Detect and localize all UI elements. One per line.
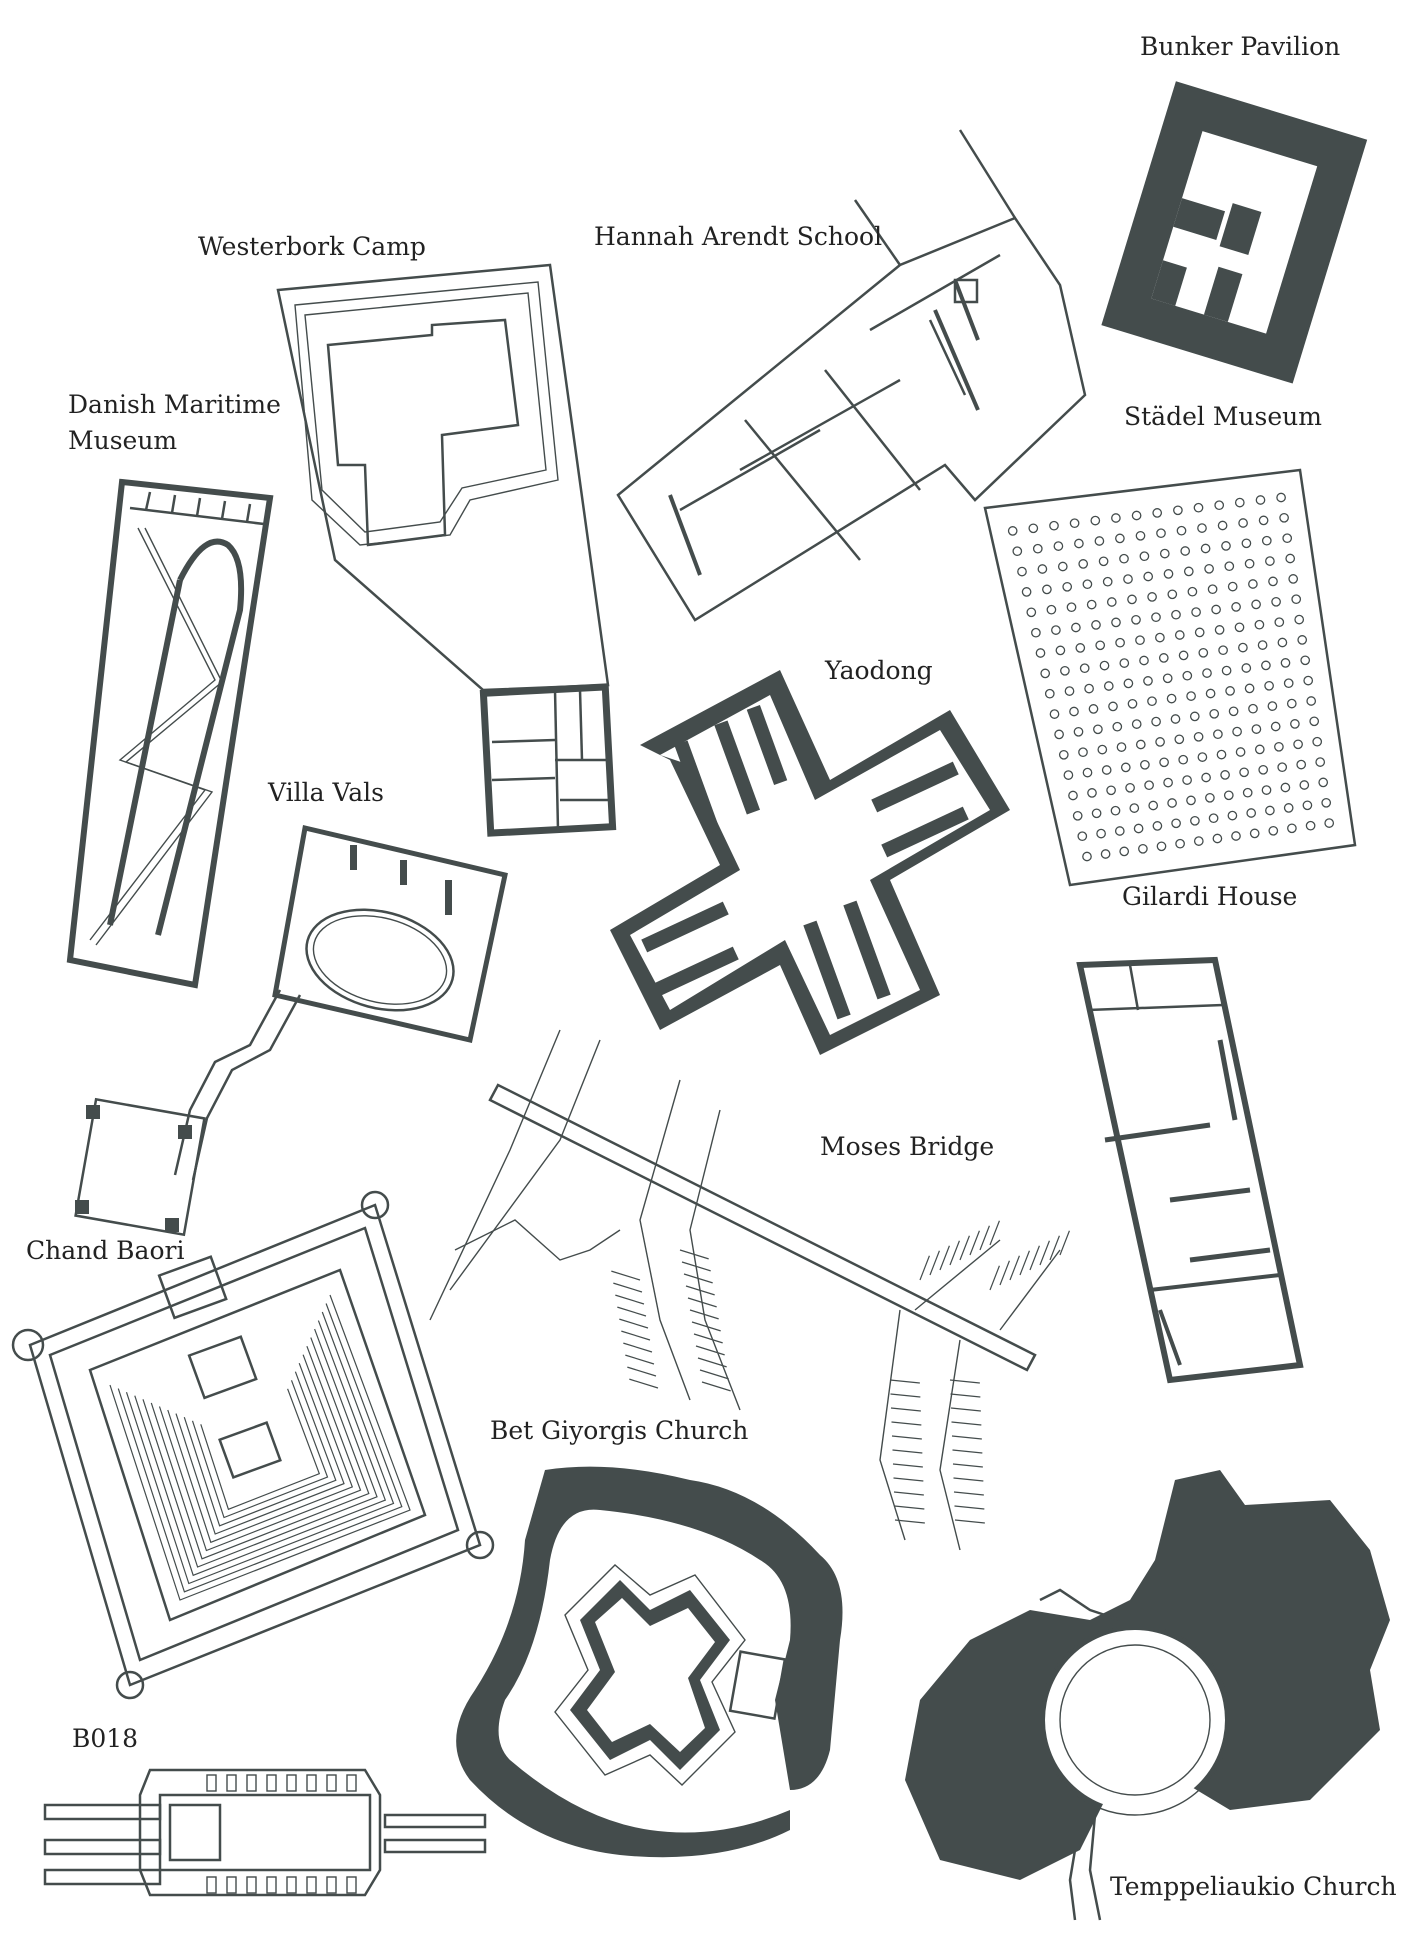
plan-yaodong [610, 670, 1010, 1055]
label-yaodong: Yaodong [825, 656, 933, 685]
label-danish-maritime-line2: Museum [68, 426, 178, 455]
label-danish-maritime-line1: Danish Maritime [68, 390, 281, 419]
plan-bet-giyorgis-church [456, 1466, 843, 1858]
label-villa-vals: Villa Vals [268, 778, 384, 807]
label-westerbork-camp: Westerbork Camp [198, 232, 426, 261]
plan-moses-bridge [429, 1029, 1070, 1551]
plan-gilardi-house [1076, 956, 1304, 1384]
plan-westerbork-camp [276, 263, 617, 837]
label-bunker-pavilion: Bunker Pavilion [1140, 32, 1341, 61]
label-b018: B018 [72, 1724, 139, 1753]
plan-bunker-pavilion [1101, 81, 1368, 384]
label-bet-giyorgis-church: Bet Giyorgis Church [490, 1416, 749, 1445]
plan-chand-baori [11, 1190, 495, 1700]
plan-stadel-museum [983, 468, 1357, 887]
label-gilardi-house: Gilardi House [1122, 882, 1298, 911]
label-temppeliaukio-church: Temppeliaukio Church [1110, 1872, 1397, 1901]
label-moses-bridge: Moses Bridge [820, 1132, 995, 1161]
plan-b018 [43, 1768, 487, 1897]
plan-villa-vals [74, 824, 508, 1237]
label-chand-baori: Chand Baori [26, 1236, 185, 1265]
plan-danish-maritime-museum [66, 478, 274, 989]
plan-hannah-arendt-school [616, 129, 1087, 622]
plan-temppeliaukio-church [905, 1470, 1390, 1921]
label-stadel-museum: Städel Museum [1124, 402, 1322, 431]
label-hannah-arendt-school: Hannah Arendt School [594, 222, 883, 251]
